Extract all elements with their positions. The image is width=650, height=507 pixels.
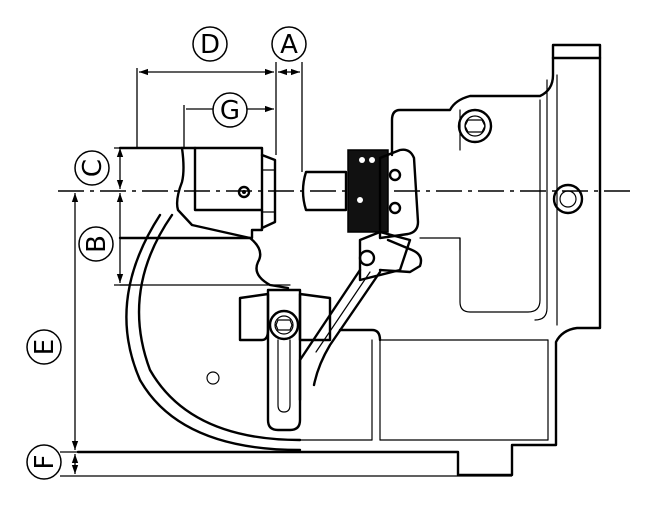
label-e: E <box>26 329 62 365</box>
label-b: B <box>78 226 114 262</box>
label-g: G <box>212 92 248 128</box>
label-a: A <box>271 26 307 62</box>
svg-text:E: E <box>30 339 60 355</box>
label-d: D <box>192 26 228 62</box>
dimension-lines <box>60 62 512 477</box>
svg-text:F: F <box>30 455 60 470</box>
label-c: C <box>74 150 110 186</box>
svg-text:A: A <box>280 30 298 60</box>
holder-body <box>118 146 373 452</box>
svg-text:D: D <box>200 30 220 60</box>
housing <box>76 43 602 477</box>
label-f: F <box>26 444 62 480</box>
svg-text:C: C <box>78 159 108 177</box>
svg-text:G: G <box>220 96 240 126</box>
svg-text:B: B <box>82 235 112 253</box>
